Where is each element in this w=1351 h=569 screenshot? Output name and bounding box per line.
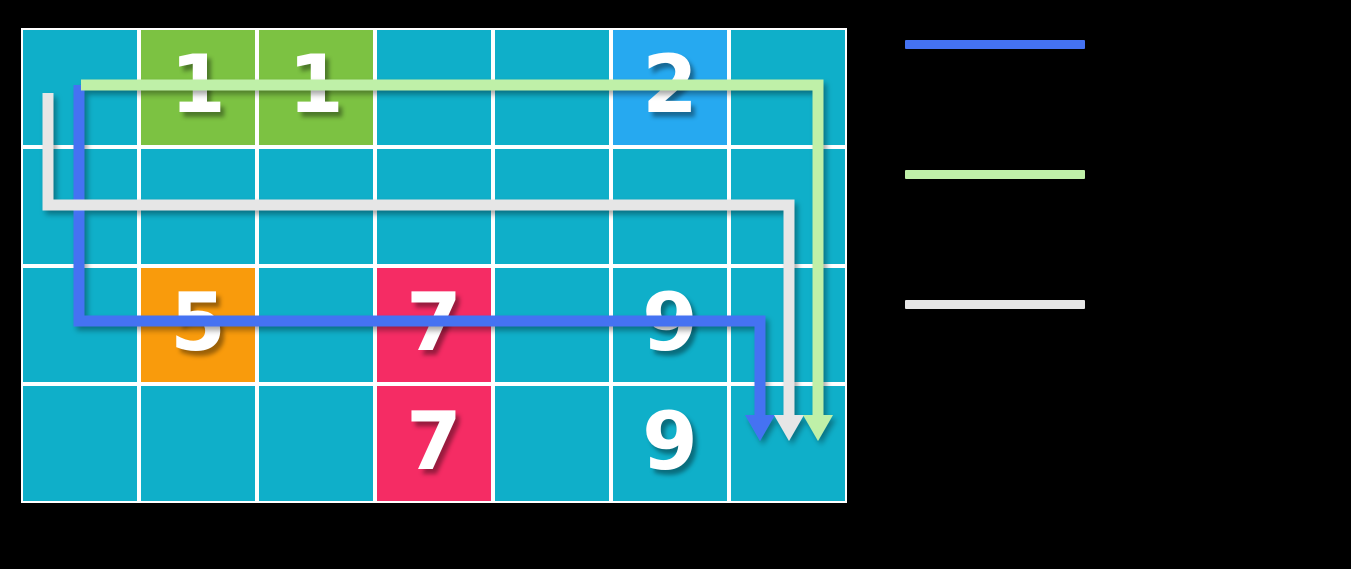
grid-cell-r4-c2[interactable] — [139, 384, 257, 503]
grid-cell-r3-c7[interactable] — [729, 265, 847, 385]
grid-cell-r1-c4[interactable] — [375, 28, 493, 147]
grid-cell-r2-c4[interactable] — [375, 146, 493, 266]
grid-cell-r2-c5[interactable] — [493, 146, 611, 266]
grid-cell-r4-c5[interactable] — [493, 384, 611, 503]
grid-cell-r3-c6[interactable]: 9 — [611, 265, 729, 385]
legend-item-3[interactable] — [905, 300, 1205, 320]
grid-cell-r2-c7[interactable] — [729, 146, 847, 266]
grid-cell-r1-c2[interactable]: 1 — [139, 28, 257, 147]
cell-value: 7 — [406, 275, 462, 369]
legend-swatch-2 — [905, 170, 1085, 179]
grid-cell-r2-c3[interactable] — [257, 146, 375, 266]
grid-cell-r3-c3[interactable] — [257, 265, 375, 385]
legend-item-1[interactable] — [905, 40, 1205, 60]
cell-value: 9 — [642, 394, 698, 488]
grid-cell-r1-c5[interactable] — [493, 28, 611, 147]
legend-swatch-3 — [905, 300, 1085, 309]
cell-value: 7 — [406, 394, 462, 488]
legend-swatch-1 — [905, 40, 1085, 49]
grid-cell-r4-c7[interactable] — [729, 384, 847, 503]
grid-cell-r1-c7[interactable] — [729, 28, 847, 147]
grid-cell-r3-c1[interactable] — [21, 265, 139, 385]
grid-cell-r2-c6[interactable] — [611, 146, 729, 266]
grid-cell-r3-c4[interactable]: 7 — [375, 265, 493, 385]
grid-cell-r2-c2[interactable] — [139, 146, 257, 266]
legend-item-2[interactable] — [905, 170, 1205, 190]
grid-cell-r4-c6[interactable]: 9 — [611, 384, 729, 503]
grid-cell-r4-c3[interactable] — [257, 384, 375, 503]
grid-cell-r1-c3[interactable]: 1 — [257, 28, 375, 147]
legend — [905, 0, 1205, 569]
grid-cell-r1-c1[interactable] — [21, 28, 139, 147]
grid-cell-r2-c1[interactable] — [21, 146, 139, 266]
grid-cell-r3-c5[interactable] — [493, 265, 611, 385]
grid-cell-r4-c1[interactable] — [21, 384, 139, 503]
cell-value: 9 — [642, 275, 698, 369]
cell-value: 5 — [170, 275, 226, 369]
grid-cell-r1-c6[interactable]: 2 — [611, 28, 729, 147]
grid-cell-r4-c4[interactable]: 7 — [375, 384, 493, 503]
grid-cell-r3-c2[interactable]: 5 — [139, 265, 257, 385]
cell-value: 1 — [288, 38, 344, 132]
cell-value: 2 — [642, 38, 698, 132]
cell-value: 1 — [170, 38, 226, 132]
